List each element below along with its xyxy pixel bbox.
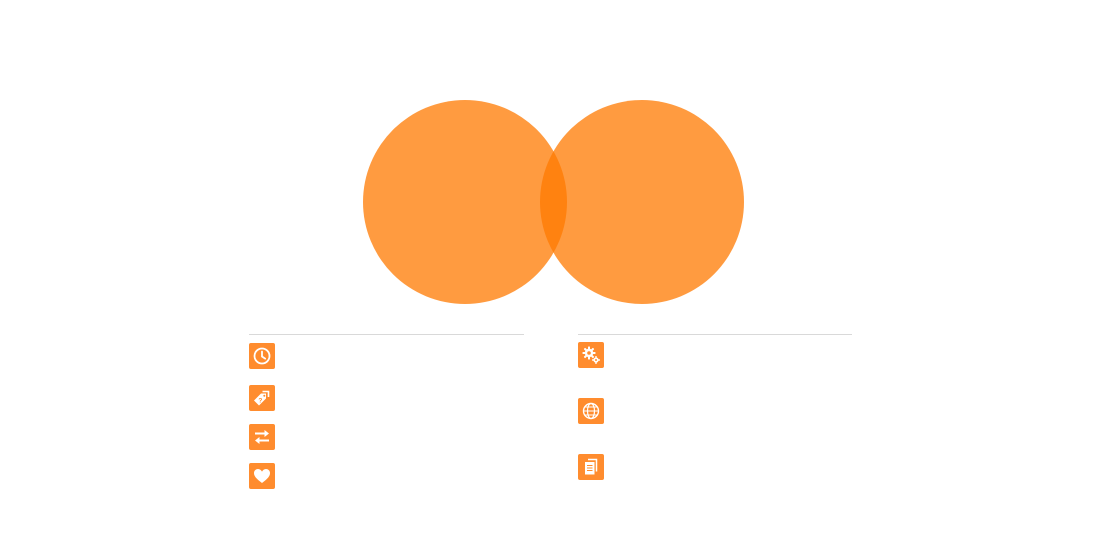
left-column-divider — [249, 334, 524, 335]
venn-diagram — [363, 100, 744, 304]
gears-icon — [578, 342, 604, 368]
documents-icon — [578, 454, 604, 480]
venn-circle-right — [540, 100, 744, 304]
right-column-divider — [578, 334, 852, 335]
svg-text:?: ? — [258, 397, 262, 404]
venn-circle-left — [363, 100, 567, 304]
price-tags-icon: ? — [249, 385, 275, 411]
heart-icon — [249, 463, 275, 489]
globe-icon — [578, 398, 604, 424]
exchange-arrows-icon — [249, 424, 275, 450]
clock-icon — [249, 343, 275, 369]
